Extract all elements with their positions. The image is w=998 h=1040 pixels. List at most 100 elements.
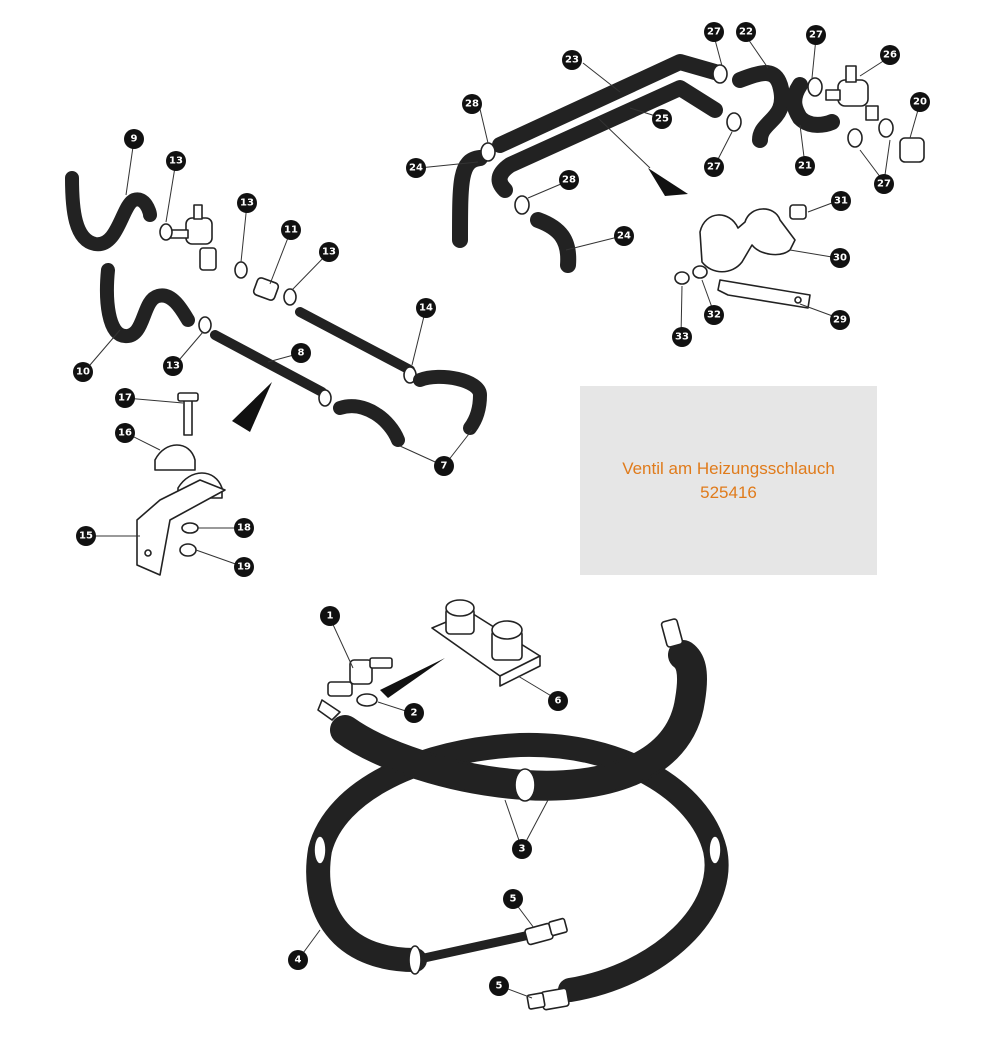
valve-small: [169, 204, 217, 271]
pointer-arrow-top: [648, 168, 688, 196]
callout-29: 29: [830, 310, 850, 330]
svg-text:5: 5: [510, 894, 517, 905]
callout-2: 2: [404, 703, 424, 723]
pointer-arrow-bottom: [380, 658, 445, 698]
fitting-top: [660, 618, 684, 648]
fitting-5b: [526, 987, 570, 1011]
callout-33: 33: [672, 327, 692, 347]
valve-info-box: Ventil am Heizungsschlauch 525416: [580, 386, 877, 575]
bracket-right: [674, 204, 811, 309]
callout-17: 17: [115, 388, 135, 408]
svg-text:14: 14: [419, 303, 433, 314]
svg-text:25: 25: [655, 114, 669, 125]
callout-18: 18: [234, 518, 254, 538]
callout-13c: 13: [319, 242, 339, 262]
valve-1: [317, 657, 393, 721]
callout-27a: 27: [704, 22, 724, 42]
callout-19: 19: [234, 557, 254, 577]
svg-text:1: 1: [327, 611, 334, 622]
svg-text:18: 18: [237, 523, 251, 534]
fitting-5a: [524, 917, 568, 946]
svg-text:5: 5: [496, 981, 503, 992]
svg-text:4: 4: [295, 955, 302, 966]
callout-9: 9: [124, 129, 144, 149]
callout-13d: 13: [163, 356, 183, 376]
callout-31: 31: [831, 191, 851, 211]
callout-5a: 5: [503, 889, 523, 909]
callout-24a: 24: [406, 158, 426, 178]
svg-text:28: 28: [465, 99, 479, 110]
callout-26: 26: [880, 45, 900, 65]
svg-text:11: 11: [284, 225, 298, 236]
callout-10: 10: [73, 362, 93, 382]
svg-text:24: 24: [409, 163, 423, 174]
callout-6: 6: [548, 691, 568, 711]
callout-7: 7: [434, 456, 454, 476]
svg-text:32: 32: [707, 310, 721, 321]
callout-15: 15: [76, 526, 96, 546]
callout-27b: 27: [806, 25, 826, 45]
svg-text:13: 13: [322, 247, 336, 258]
svg-text:23: 23: [565, 55, 579, 66]
svg-text:8: 8: [298, 348, 305, 359]
svg-text:13: 13: [166, 361, 180, 372]
svg-text:20: 20: [913, 97, 927, 108]
svg-text:9: 9: [131, 134, 138, 145]
callout-3: 3: [512, 839, 532, 859]
svg-text:26: 26: [883, 50, 897, 61]
callout-1: 1: [320, 606, 340, 626]
svg-text:19: 19: [237, 562, 251, 573]
adapter-plate-6: [431, 599, 541, 687]
callout-14: 14: [416, 298, 436, 318]
svg-text:33: 33: [675, 332, 689, 343]
svg-text:13: 13: [169, 156, 183, 167]
heater-hose-group-left: [65, 139, 487, 576]
callout-21: 21: [795, 156, 815, 176]
svg-text:10: 10: [76, 367, 90, 378]
svg-text:17: 17: [118, 393, 132, 404]
svg-text:28: 28: [562, 175, 576, 186]
callout-8: 8: [291, 343, 311, 363]
svg-text:27: 27: [809, 30, 823, 41]
callout-24b: 24: [614, 226, 634, 246]
valve-top-right: [825, 65, 879, 121]
svg-text:29: 29: [833, 315, 847, 326]
info-title: Ventil am Heizungsschlauch: [622, 459, 835, 478]
callout-22: 22: [736, 22, 756, 42]
pointer-arrow: [232, 382, 272, 432]
callout-4: 4: [288, 950, 308, 970]
callout-28a: 28: [462, 94, 482, 114]
callout-27c: 27: [704, 157, 724, 177]
callout-25: 25: [652, 109, 672, 129]
callout-20: 20: [910, 92, 930, 112]
callout-30: 30: [830, 248, 850, 268]
svg-text:21: 21: [798, 161, 812, 172]
info-part-number: 525416: [700, 483, 757, 502]
callout-16: 16: [115, 423, 135, 443]
oil-hose-group: [297, 599, 729, 1011]
svg-text:13: 13: [240, 198, 254, 209]
svg-text:15: 15: [79, 531, 93, 542]
svg-text:31: 31: [834, 196, 848, 207]
svg-text:27: 27: [877, 179, 891, 190]
svg-text:16: 16: [118, 428, 132, 439]
callout-5b: 5: [489, 976, 509, 996]
callout-27d: 27: [874, 174, 894, 194]
callout-13a: 13: [166, 151, 186, 171]
svg-text:30: 30: [833, 253, 847, 264]
svg-text:22: 22: [739, 27, 753, 38]
svg-text:27: 27: [707, 27, 721, 38]
svg-text:27: 27: [707, 162, 721, 173]
svg-text:2: 2: [411, 708, 418, 719]
callout-28b: 28: [559, 170, 579, 190]
svg-text:6: 6: [555, 696, 562, 707]
svg-text:3: 3: [519, 844, 526, 855]
bracket-left: [136, 392, 226, 576]
svg-text:24: 24: [617, 231, 631, 242]
callout-11: 11: [281, 220, 301, 240]
callout-32: 32: [704, 305, 724, 325]
svg-text:7: 7: [441, 461, 448, 472]
callout-23: 23: [562, 50, 582, 70]
heater-hose-group-right: [418, 35, 925, 337]
